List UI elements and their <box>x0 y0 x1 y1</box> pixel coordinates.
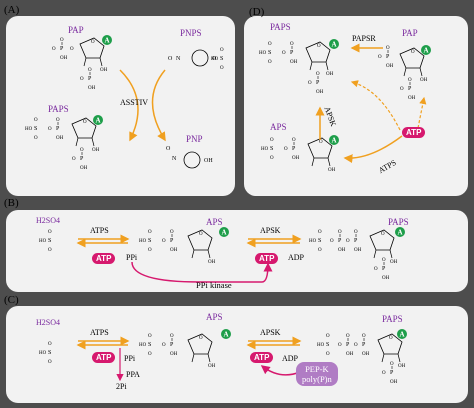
label-pap-a: PAP <box>68 25 84 35</box>
aps-molecule-d <box>261 135 339 174</box>
pnps-molecule: O N O <box>168 48 224 71</box>
pepk-badge: PEP-K poly(P)n <box>296 362 338 386</box>
h2so4-molecule-c <box>39 342 52 365</box>
label-pnp: PNP <box>186 134 203 144</box>
label-papsr: PAPSR <box>352 34 376 43</box>
asstiv-arrow-1 <box>119 69 139 142</box>
label-paps-c: PAPS <box>382 314 403 324</box>
panel-a-label: (A) <box>4 4 20 16</box>
panel-d-label: (D) <box>249 6 265 18</box>
label-paps-a: PAPS <box>48 104 69 114</box>
svg-text:N: N <box>176 56 181 62</box>
atp-badge-c1: ATP <box>92 352 116 363</box>
aps-molecule-c <box>139 329 231 370</box>
atps-arrow-d <box>343 135 403 164</box>
label-h2so4-b: H2SO4 <box>36 216 61 225</box>
paps-molecule-b <box>309 227 405 282</box>
label-asstiv: ASSTIV <box>120 98 149 107</box>
panel-c <box>6 306 468 403</box>
label-adp-b: ADP <box>288 253 305 262</box>
atp-badge-d: ATP <box>402 127 426 138</box>
label-polyp: poly(P)n <box>302 374 332 384</box>
label-paps-d: PAPS <box>270 22 291 32</box>
panel-c-label: (C) <box>4 294 19 306</box>
paps-molecule-a <box>25 115 103 172</box>
ppi-kinase-arrow <box>131 261 273 283</box>
atp-dashed-arrow-2 <box>417 96 427 129</box>
label-pap-d: PAP <box>402 28 418 38</box>
atp-badge-b1: ATP <box>92 253 116 264</box>
svg-text:O: O <box>166 146 171 152</box>
label-aps-c: APS <box>206 312 223 322</box>
label-h2so4-c: H2SO4 <box>36 318 61 327</box>
svg-text:O: O <box>70 47 74 52</box>
asstiv-arrow-2 <box>151 69 166 142</box>
panel-b-label: (B) <box>4 197 19 209</box>
label-pepk: PEP-K <box>305 364 329 374</box>
label-adp-c: ADP <box>282 354 299 363</box>
label-apsk-c: APSK <box>260 328 281 337</box>
atp-badge-b2: ATP <box>255 253 279 264</box>
h2so4-molecule-b <box>39 230 52 253</box>
label-aps-b: APS <box>206 217 223 227</box>
aps-molecule-b <box>139 227 229 266</box>
panel-b <box>6 210 468 292</box>
svg-text:OH: OH <box>204 158 213 164</box>
svg-text:N: N <box>172 156 177 162</box>
paps-molecule-d <box>259 39 339 96</box>
pap-molecule-d <box>377 45 431 102</box>
pepk-regeneration-arrow <box>260 365 301 376</box>
pap-molecule-a: O <box>51 35 112 92</box>
label-pnps: PNPS <box>180 28 202 38</box>
atp-dashed-arrow-1 <box>350 80 401 131</box>
label-apsk-b: APSK <box>260 226 281 235</box>
label-ppi-b: PPi <box>126 253 138 262</box>
atp-badge-c2: ATP <box>250 352 274 363</box>
pnp-molecule: O N OH <box>166 146 213 169</box>
label-atps-b: ATPS <box>90 226 109 235</box>
label-paps-b: PAPS <box>388 217 409 227</box>
label-ppa: PPA <box>126 370 140 379</box>
svg-text:O: O <box>168 56 173 62</box>
label-ppi-c: PPi <box>124 354 136 363</box>
label-2pi: 2Pi <box>116 382 127 391</box>
label-aps-d: APS <box>270 122 287 132</box>
label-atps-c: ATPS <box>90 328 109 337</box>
label-ppi-kinase: PPi kinase <box>196 280 232 290</box>
